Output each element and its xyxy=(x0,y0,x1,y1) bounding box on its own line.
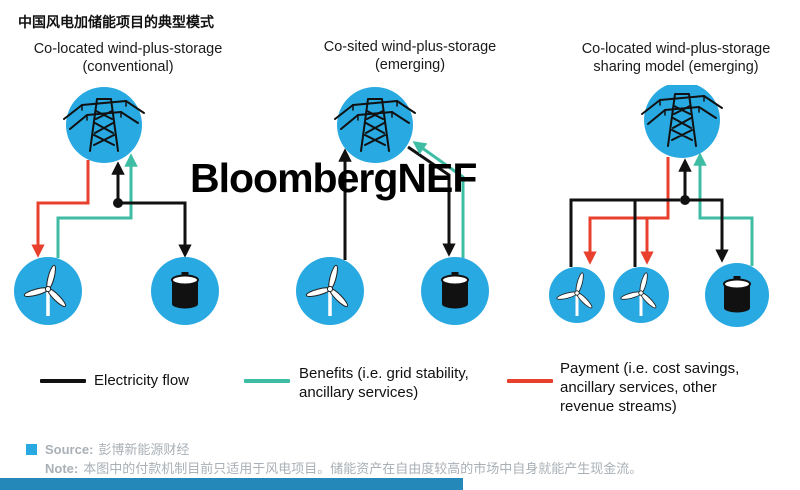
panel-title-line1: Co-located wind-plus-storage xyxy=(33,41,223,57)
payment-arrow xyxy=(31,160,90,258)
benefits-arrow xyxy=(693,152,754,266)
grid-node xyxy=(66,87,142,163)
panel-sharing xyxy=(549,85,769,327)
electricity-arrow-to-storage xyxy=(118,201,192,258)
grid-node xyxy=(644,85,720,158)
panel-conventional xyxy=(14,87,219,325)
payment-line-swatch xyxy=(507,379,553,383)
benefits-arrow xyxy=(56,153,138,258)
electricity-line-wind1 xyxy=(569,198,680,267)
footer-bar xyxy=(0,478,463,490)
legend-label-electricity: Electricity flow xyxy=(94,372,190,389)
panel-title-line2: sharing model (emerging) xyxy=(593,59,759,76)
panel-title-line2: (conventional) xyxy=(82,59,174,76)
electricity-flow-line-swatch xyxy=(40,379,86,383)
note-row: Note: 本图中的付款机制目前只适用于风电项目。储能资产在自由度较高的市场中自身… xyxy=(45,458,793,477)
panel-title-co-sited: Co-sited wind-plus-storage (emerging) xyxy=(292,38,528,74)
panel-title-line1: Co-located wind-plus-storage xyxy=(581,41,771,57)
legend-label-benefits: Benefits (i.e. grid stability, ancillary… xyxy=(299,365,469,401)
battery-storage-icon xyxy=(723,275,751,314)
figure-title: 中国风电加储能项目的典型模式 xyxy=(18,14,214,30)
payment-arrow-wind1 xyxy=(583,157,670,265)
battery-storage-icon xyxy=(171,271,199,310)
note-label: Note: xyxy=(45,461,79,476)
grid-node xyxy=(337,87,413,163)
diagram-canvas xyxy=(14,85,769,327)
note-text: 本图中的付款机制目前只适用于风电项目。储能资产在自由度较高的市场中自身就能产生现… xyxy=(83,461,643,476)
benefits-line-swatch xyxy=(244,379,290,383)
benefits-arrow xyxy=(412,141,465,258)
source-label: Source: xyxy=(45,442,94,457)
legend-label-payment: Payment (i.e. cost savings, ancillary se… xyxy=(560,360,740,415)
electricity-arrow-to-storage xyxy=(407,145,456,257)
junction-dot xyxy=(113,198,123,208)
junction-dot xyxy=(680,195,690,205)
panel-title-line1: Co-sited wind-plus-storage xyxy=(323,39,497,55)
electricity-arrow-to-storage xyxy=(685,198,729,263)
source-row: Source: 彭博新能源财经 xyxy=(26,439,189,458)
panel-title-sharing: Co-located wind-plus-storage sharing mod… xyxy=(550,40,800,76)
panel-co-sited xyxy=(296,87,489,325)
source-bullet-square xyxy=(26,444,37,455)
panel-title-conventional: Co-located wind-plus-storage (convention… xyxy=(6,40,250,76)
bloombergnef-watermark: BloombergNEF xyxy=(190,155,477,201)
panel-title-line2: (emerging) xyxy=(374,57,446,74)
battery-storage-icon xyxy=(441,271,469,310)
source-text: 彭博新能源财经 xyxy=(98,442,190,457)
